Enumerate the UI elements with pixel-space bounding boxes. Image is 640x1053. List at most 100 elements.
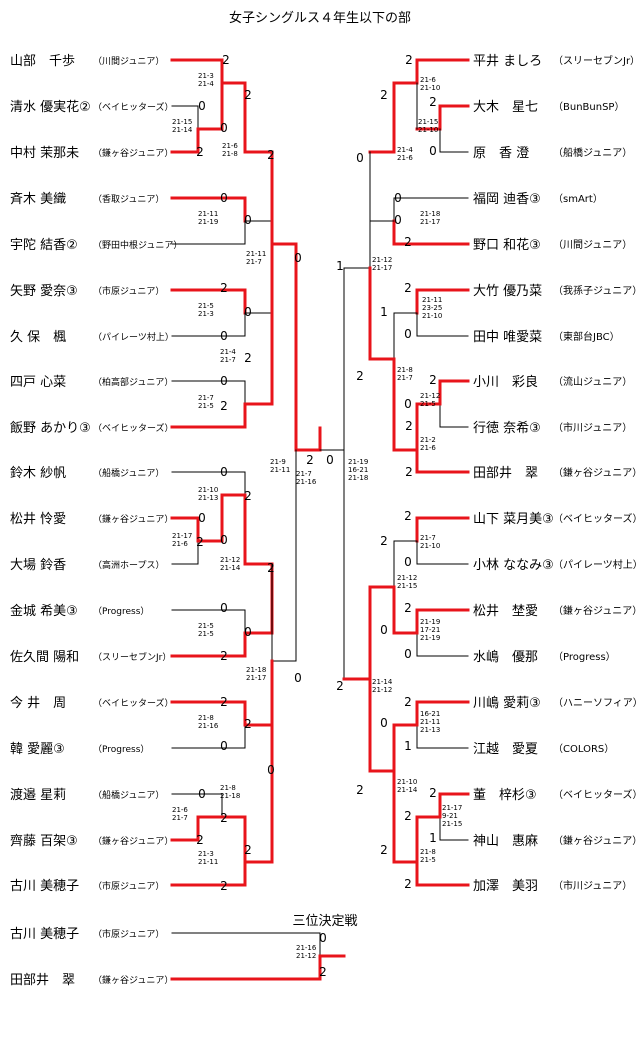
game-count: 2 [356, 783, 364, 797]
player-name: 松井 埜愛 [473, 604, 538, 619]
match-score: 21-17 [420, 218, 440, 226]
match-score: 21-10 [397, 778, 417, 786]
player-club: （鎌ヶ谷ジュニア） [553, 604, 640, 617]
match-score: 21-10 [418, 126, 438, 134]
match-score: 21-3 [198, 850, 214, 858]
match-score: 21-6 [172, 540, 188, 548]
match-score: 21-19 [348, 458, 368, 466]
player-name: 佐久間 陽和 [10, 650, 79, 665]
match-score: 21-6 [397, 154, 413, 162]
game-count: 0 [394, 213, 402, 227]
player-club: （BunBunSP） [553, 101, 624, 113]
match-score: 21-6 [222, 142, 238, 150]
match-score: 23-25 [422, 304, 442, 312]
player-club: （ベイヒッターズ） [93, 101, 174, 113]
match-score: 21-6 [420, 444, 436, 452]
game-count: 0 [404, 327, 412, 341]
game-count: 2 [356, 369, 364, 383]
game-count: 2 [220, 879, 228, 893]
player-name: 清水 優実花② [10, 99, 91, 115]
match-score: 21-9 [270, 458, 286, 466]
match-score: 21-10 [198, 486, 218, 494]
game-count: 0 [404, 555, 412, 569]
game-count: 2 [196, 145, 204, 159]
match-score: 21-14 [372, 678, 393, 686]
match-score: 21-7 [397, 374, 413, 382]
player-list: 山部 千歩（川間ジュニア）清水 優実花②（ベイヒッターズ）中村 茉那未（鎌ヶ谷ジ… [10, 54, 640, 988]
game-count: 2 [244, 717, 252, 731]
game-count: 0 [404, 397, 412, 411]
match-score: 21-11 [420, 718, 440, 726]
game-count: 1 [404, 739, 412, 753]
match-score: 21-14 [220, 564, 241, 572]
match-score: 21-19 [420, 634, 440, 642]
match-score: 21-17 [246, 674, 266, 682]
match-score: 21-7 [296, 470, 312, 478]
player-name: 飯野 あかり③ [10, 421, 91, 436]
player-club: （鎌ヶ谷ジュニア） [93, 147, 173, 159]
game-count: 2 [220, 281, 228, 295]
match-score: 21-7 [420, 534, 436, 542]
match-score: 21-12 [296, 952, 316, 960]
game-count: 0 [244, 305, 252, 319]
match-score: 21-7 [172, 814, 188, 822]
player-club: （スリーセブンJr） [93, 651, 171, 663]
player-club: （鎌ヶ谷ジュニア） [93, 974, 173, 986]
match-score: 21-16 [198, 722, 219, 730]
match-score: 9-21 [442, 812, 458, 820]
match-score: 21-15 [442, 820, 462, 828]
game-count: 2 [222, 53, 230, 67]
player-name: 大木 星七 [473, 100, 538, 115]
game-count: 2 [244, 489, 252, 503]
game-count: 2 [196, 833, 204, 847]
match-score: 21-14 [172, 126, 193, 134]
game-count: 1 [336, 259, 344, 273]
player-name: 矢野 愛奈③ [10, 284, 78, 299]
player-name: 行徳 奈希③ [473, 421, 541, 436]
match-score: 21-5 [420, 400, 436, 408]
match-score: 21-8 [420, 848, 436, 856]
match-score: 21-4 [198, 80, 214, 88]
game-count: 0 [220, 121, 228, 135]
match-score: 21-8 [198, 714, 214, 722]
match-score: 21-15 [397, 582, 417, 590]
match-score: 21-5 [198, 402, 214, 410]
game-count: 0 [380, 716, 388, 730]
match-score: 21-18 [220, 792, 240, 800]
match-score: 21-15 [418, 118, 438, 126]
player-club: （市川ジュニア） [553, 421, 632, 434]
player-name: 田部井 翠 [10, 973, 75, 988]
game-count: 0 [244, 213, 252, 227]
game-count: 0 [244, 625, 252, 639]
match-score: 21-16 [296, 478, 317, 486]
game-count: 2 [267, 148, 275, 162]
player-name: 金城 希美③ [10, 603, 78, 619]
game-count: 2 [404, 235, 412, 249]
player-club: （ベイヒッターズ） [93, 697, 174, 709]
game-count: 2 [404, 809, 412, 823]
game-count: 0 [404, 647, 412, 661]
match-score: 17-21 [420, 626, 440, 634]
game-count: 0 [220, 601, 228, 615]
game-count: 0 [294, 251, 302, 265]
match-score: 21-12 [397, 574, 417, 582]
match-score: 16-21 [348, 466, 368, 474]
game-count: 2 [380, 534, 388, 548]
game-count: 2 [267, 561, 275, 575]
match-score: 21-12 [220, 556, 240, 564]
player-name: 山下 菜月美③ [473, 512, 554, 527]
game-count: 2 [244, 351, 252, 365]
game-count: 0 [394, 191, 402, 205]
match-score: 21-6 [172, 806, 188, 814]
player-name: 野口 和花③ [473, 237, 541, 253]
game-count: 0 [220, 374, 228, 388]
match-score: 21-4 [397, 146, 413, 154]
game-count: 0 [198, 787, 206, 801]
game-count: 2 [404, 877, 412, 891]
match-score: 21-19 [198, 218, 218, 226]
match-score: 21-13 [198, 494, 218, 502]
game-count: 0 [356, 151, 364, 165]
game-count: 1 [380, 305, 388, 319]
player-club: （COLORS） [553, 743, 614, 755]
player-name: 齊藤 百架③ [10, 834, 78, 849]
